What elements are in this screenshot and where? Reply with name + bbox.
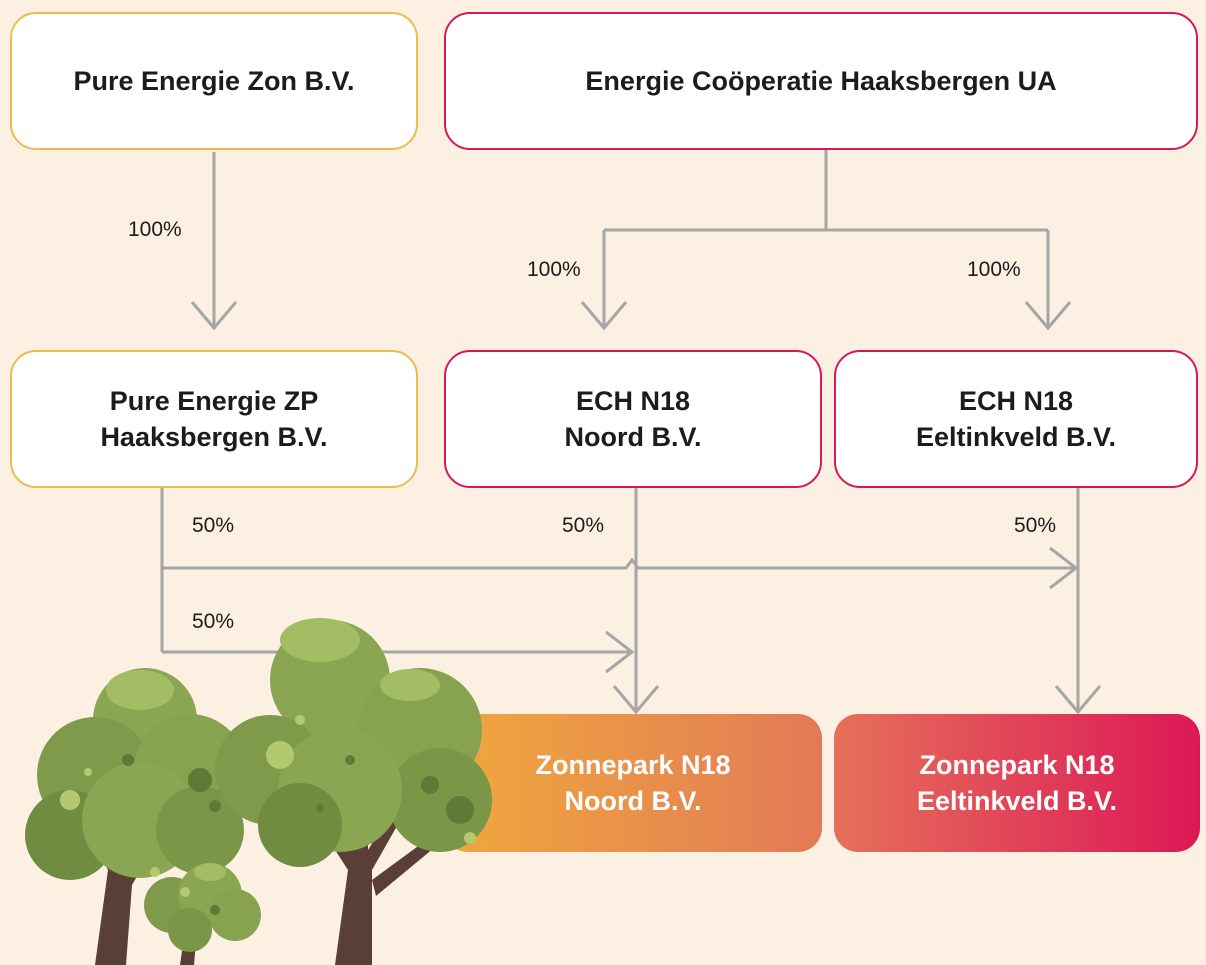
pct-ua-to-noord: 100% [527,258,581,281]
node-ech-n18-noord: ECH N18 Noord B.V. [444,350,822,488]
connector-zp-to-eeltink-park [162,557,1076,570]
pct-noord-to-noord-park: 50% [562,514,605,537]
left-tree [25,668,246,965]
pct-zp-to-eeltink-park: 50% [192,514,235,537]
pct-zp-to-noord-park: 50% [192,610,235,633]
pct-eeltink-to-eeltink-park: 50% [1014,514,1057,537]
node-ech-n18-eeltinkveld: ECH N18 Eeltinkveld B.V. [834,350,1198,488]
arrowhead-ua-to-noord [580,301,628,331]
arrowhead-zp-to-eeltink-park [1049,546,1079,590]
node-zonnepark-n18-noord: Zonnepark N18 Noord B.V. [444,714,822,852]
arrowhead-eeltink-to-park [1054,685,1102,715]
arrowhead-zon-to-zp [190,301,238,331]
node-energie-cooperatie-haaksbergen: Energie Coöperatie Haaksbergen UA [444,12,1198,150]
pct-ua-to-eeltink: 100% [967,258,1021,281]
small-tree [144,863,261,965]
right-tree [215,618,492,965]
arrowhead-zp-to-noord-park [605,630,635,674]
arrowhead-ua-to-eeltink [1024,301,1072,331]
node-zonnepark-n18-eeltinkveld: Zonnepark N18 Eeltinkveld B.V. [834,714,1200,852]
node-pure-energie-zp-haaksbergen: Pure Energie ZP Haaksbergen B.V. [10,350,418,488]
pct-zon-to-zp: 100% [128,218,182,241]
arrowhead-noord-to-park [612,685,660,715]
node-pure-energie-zon: Pure Energie Zon B.V. [10,12,418,150]
